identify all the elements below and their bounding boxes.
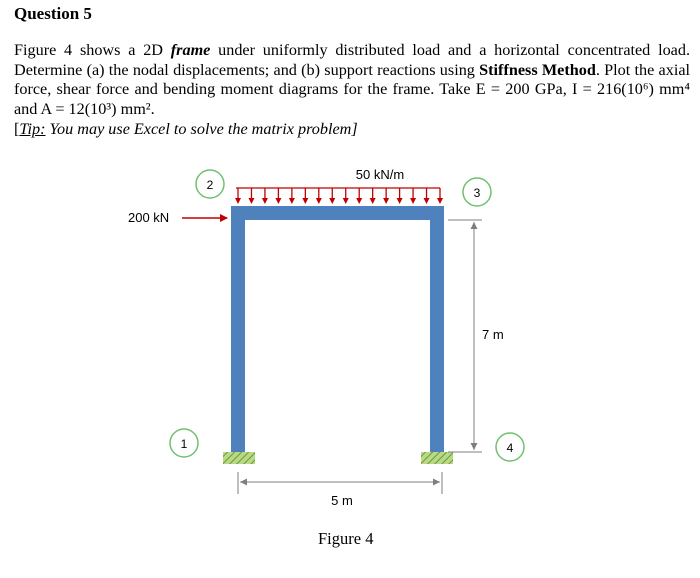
tip-label: Tip: bbox=[19, 120, 46, 138]
question-body: Figure 4 shows a 2D frame under uniforml… bbox=[14, 41, 690, 119]
udl-arrow-head bbox=[288, 198, 295, 204]
node-4: 4 bbox=[495, 432, 525, 462]
udl-arrow-head bbox=[315, 198, 322, 204]
udl-arrow-head bbox=[275, 198, 282, 204]
udl-arrow-head bbox=[410, 198, 417, 204]
width-dimension bbox=[237, 472, 443, 494]
node-3-label: 3 bbox=[474, 186, 481, 200]
intro-suffix: . Plot the axial force, shear force and … bbox=[14, 60, 690, 99]
udl-arrow-head bbox=[396, 198, 403, 204]
right-fixed-support bbox=[421, 452, 453, 464]
stiffness-method-term: Stiffness Method bbox=[479, 60, 596, 79]
tip-line: [Tip: You may use Excel to solve the mat… bbox=[14, 120, 358, 139]
question-title: Question 5 bbox=[14, 4, 92, 23]
udl-arrow-head bbox=[342, 198, 349, 204]
node-1-label: 1 bbox=[181, 437, 188, 451]
node-2-label: 2 bbox=[207, 178, 214, 192]
udl-ticks bbox=[235, 188, 443, 204]
udl-arrow-head bbox=[248, 198, 255, 204]
intro-prefix: Figure 4 shows a 2D bbox=[14, 41, 171, 59]
node-4-circle bbox=[495, 432, 525, 462]
udl-label: 50 kN/m bbox=[356, 167, 404, 182]
node-3-circle bbox=[462, 177, 492, 207]
right-column bbox=[430, 206, 444, 452]
frame-term: frame bbox=[170, 41, 211, 59]
material-parameters: E = 200 GPa, I = 216(10⁶) mm⁴ and A = 12… bbox=[14, 80, 691, 118]
node-1: 1 bbox=[169, 428, 199, 458]
udl-arrows bbox=[235, 187, 443, 204]
udl-arrow-head bbox=[235, 198, 241, 204]
node-2: 2 bbox=[195, 169, 225, 199]
node-4-label: 4 bbox=[507, 441, 514, 455]
height-label: 7 m bbox=[482, 327, 504, 342]
udl-arrow-head bbox=[356, 198, 363, 204]
top-beam bbox=[231, 206, 444, 220]
left-fixed-support bbox=[223, 452, 255, 464]
width-label: 5 m bbox=[331, 493, 353, 508]
intro-mid: under uniformly distributed load and a h… bbox=[14, 41, 690, 79]
point-load-label: 200 kN bbox=[128, 210, 169, 225]
left-column bbox=[231, 206, 245, 452]
node-3: 3 bbox=[462, 177, 492, 207]
node-1-circle bbox=[169, 428, 199, 458]
udl-arrow-head bbox=[302, 198, 309, 204]
figure-caption: Figure 4 bbox=[318, 529, 374, 548]
udl-arrow-head bbox=[437, 198, 443, 204]
node-2-circle bbox=[195, 169, 225, 199]
udl-arrow-head bbox=[261, 198, 268, 204]
udl-arrow-head bbox=[329, 198, 336, 204]
udl-arrow-head bbox=[423, 198, 430, 204]
height-dimension bbox=[448, 219, 482, 453]
tip-text: You may use Excel to solve the matrix pr… bbox=[45, 120, 358, 138]
udl-arrow-head bbox=[369, 198, 376, 204]
tip-open-bracket: [ bbox=[14, 120, 20, 138]
udl-arrow-head bbox=[383, 198, 390, 204]
